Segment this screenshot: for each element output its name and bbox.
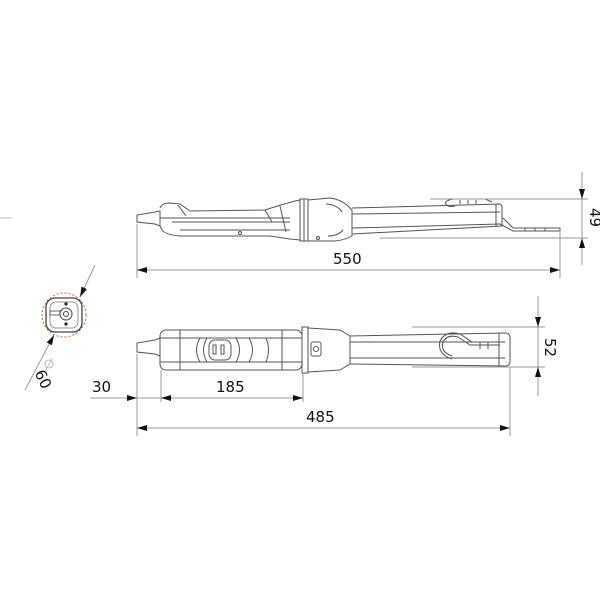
dim-550 [136, 224, 561, 278]
dim-49 [380, 172, 588, 265]
dim-label-30: 30 [92, 378, 112, 396]
dim-label-185: 185 [216, 378, 245, 396]
end-view-lamp [41, 292, 87, 338]
dim-60 [24, 264, 96, 391]
dim-52 [412, 296, 545, 436]
dim-label-52: 52 [541, 337, 560, 358]
dim-label-485: 485 [306, 408, 335, 426]
side-view-lamp [136, 197, 561, 242]
top-view-lamp [136, 326, 511, 374]
dim-label-49: 49 [586, 207, 600, 228]
dim-30-185 [90, 354, 304, 436]
dim-label-550: 550 [333, 250, 362, 268]
